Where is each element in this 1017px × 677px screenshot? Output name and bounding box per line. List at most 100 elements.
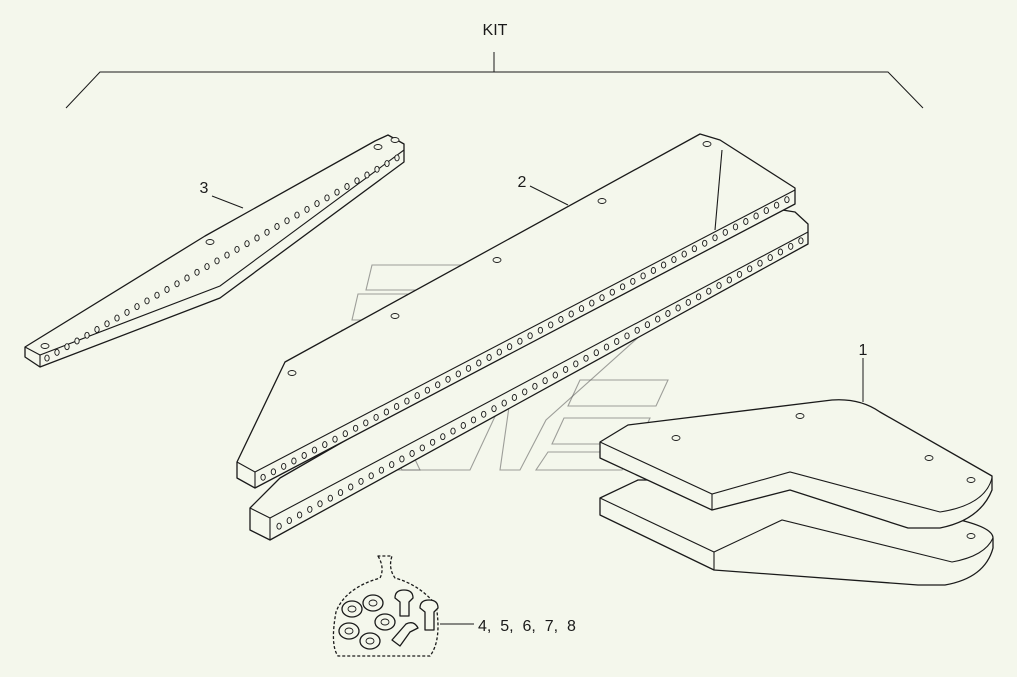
bolt-hole <box>284 217 290 225</box>
callout-3: 3 <box>200 180 209 197</box>
bolt-hole <box>552 371 558 379</box>
bolt-hole <box>314 200 320 208</box>
bolt-hole <box>650 267 657 274</box>
bolt-hole <box>332 435 338 443</box>
bolt-hole <box>609 288 615 296</box>
bolt-hole <box>450 427 456 435</box>
bolt-hole <box>419 444 425 452</box>
bolt-hole <box>307 505 313 513</box>
bolt-hole <box>445 375 451 383</box>
bolt-hole <box>496 348 502 356</box>
bolt-hole <box>506 343 513 351</box>
part-3-short-bar <box>24 134 405 368</box>
bolt-hole <box>296 511 303 519</box>
bolt-hole <box>304 205 310 213</box>
bolt-hole <box>104 320 110 328</box>
bolt-hole <box>134 303 140 311</box>
bolt-hole <box>716 282 722 290</box>
bolt-hole <box>578 305 585 313</box>
bolt-hole <box>276 522 282 530</box>
bolt-hole <box>429 438 436 446</box>
bolt-hole <box>614 338 620 345</box>
bolt-hole <box>583 354 589 362</box>
bolt-hole <box>465 364 472 372</box>
bolt-hole <box>788 242 794 250</box>
bolt-hole <box>573 360 579 368</box>
bolt-hole <box>726 276 732 284</box>
bolt-hole <box>254 234 260 242</box>
bolt-hole <box>44 354 50 362</box>
bolt-hole <box>736 270 743 278</box>
bolt-hole <box>599 294 605 302</box>
bolt-hole <box>706 287 712 295</box>
bolt-hole <box>301 452 307 459</box>
bolt-hole <box>542 377 548 385</box>
bolt-hole <box>337 489 344 497</box>
bolt-hole <box>455 370 461 378</box>
bolt-hole <box>501 399 507 407</box>
bolt-hole <box>798 237 804 245</box>
bolt-hole <box>517 337 523 345</box>
bolt-hole <box>317 500 323 508</box>
bolt-hole <box>286 517 292 525</box>
bolt-hole <box>260 473 266 481</box>
bolt-hole <box>640 272 646 280</box>
bolt-hole <box>322 441 328 449</box>
bolt-hole <box>681 250 687 258</box>
bolt-hole <box>294 211 300 219</box>
callouts: 3 2 1 4, 5, 6, 7, 8 <box>200 174 868 635</box>
bolt-hole <box>558 316 564 323</box>
bolt-hole <box>204 263 210 271</box>
bolt-hole <box>695 293 702 301</box>
bolt-hole <box>685 298 691 306</box>
bolt-hole <box>491 405 497 413</box>
bolt-hole <box>630 277 636 285</box>
bolt-hole <box>660 261 667 269</box>
bolt-hole <box>619 283 626 291</box>
hardware-bag <box>332 555 439 657</box>
bolt-hole <box>324 194 330 202</box>
bolt-hole <box>424 386 431 394</box>
bolt-hole <box>634 326 640 334</box>
bolt-hole <box>352 424 359 432</box>
bolt-hole <box>358 477 364 485</box>
bolt-hole <box>84 331 90 339</box>
bolt-hole <box>470 416 477 424</box>
bolt-hole <box>624 332 630 340</box>
bolt-hole <box>476 359 482 367</box>
bolt-hole <box>393 403 400 410</box>
bolt-hole <box>522 388 528 396</box>
bolt-hole <box>114 314 120 322</box>
bolt-hole <box>234 245 240 253</box>
bolt-hole <box>214 257 220 265</box>
bolt-hole <box>184 274 190 282</box>
kit-bracket: KIT <box>65 22 924 109</box>
callout-1: 1 <box>859 342 868 359</box>
bolt-hole <box>194 268 200 276</box>
bolt-hole <box>655 315 661 323</box>
bolt-hole <box>527 332 533 340</box>
part-2-long-bar-lower <box>249 207 809 541</box>
bolt-hole <box>409 450 415 457</box>
bolt-hole <box>274 223 280 230</box>
bolt-hole <box>548 321 554 329</box>
bolt-hole <box>311 446 318 454</box>
kit-label: KIT <box>483 22 508 39</box>
callout-2: 2 <box>518 174 527 191</box>
bolt-hole <box>389 461 395 469</box>
bolt-hole <box>777 248 784 256</box>
bolt-hole <box>603 343 610 351</box>
bolt-hole <box>291 457 297 465</box>
bolt-hole <box>562 366 569 373</box>
bolt-hole <box>368 472 374 480</box>
bolt-hole <box>164 286 170 293</box>
bolt-hole <box>511 394 518 401</box>
bolt-hole <box>767 254 773 262</box>
bolt-hole <box>763 207 769 215</box>
bolt-hole <box>344 183 350 190</box>
bolt-hole <box>568 310 574 318</box>
bolt-hole <box>244 240 250 248</box>
bolt-hole <box>124 308 130 316</box>
